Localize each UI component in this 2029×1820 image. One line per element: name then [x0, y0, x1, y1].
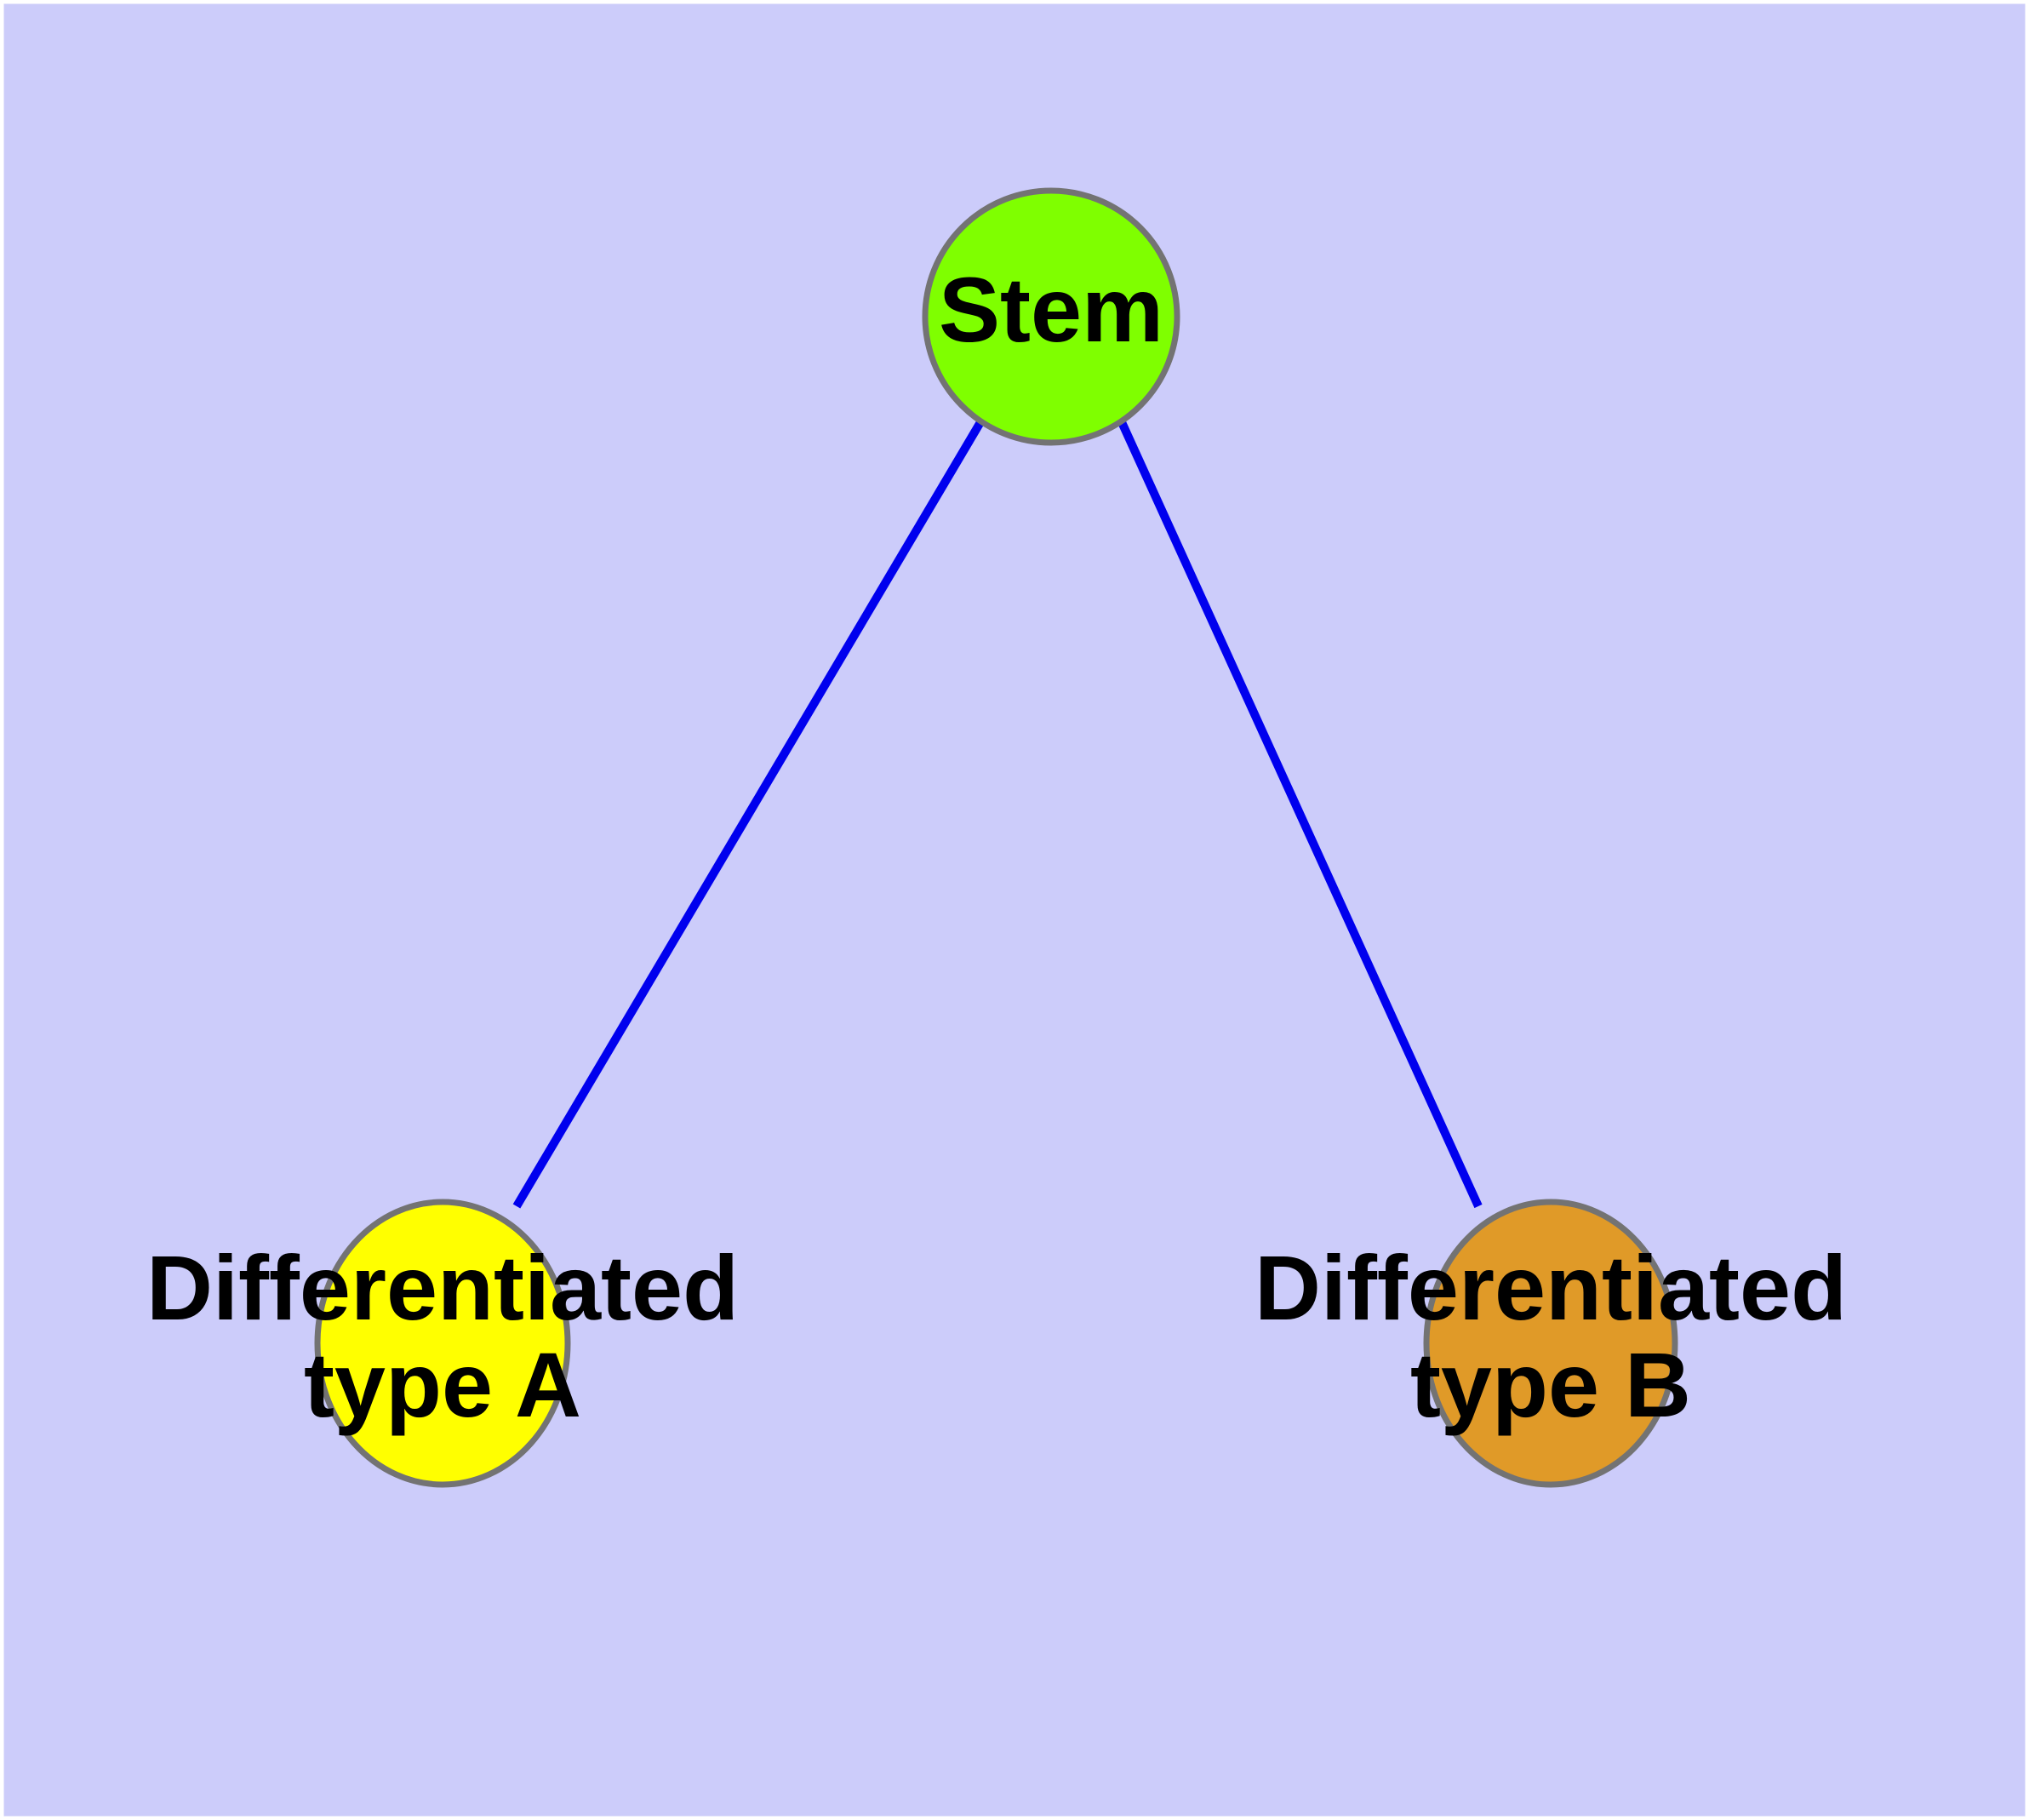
node-label-line: Differentiated: [1255, 1235, 1847, 1338]
nodes-group: [314, 187, 1678, 1488]
node-diff-a[interactable]: [314, 1199, 571, 1488]
edge-stem-to-diff-b[interactable]: [1117, 420, 1483, 1209]
node-diff-b[interactable]: [1423, 1199, 1678, 1488]
node-label-stem: Stem: [939, 258, 1163, 361]
edge-stem-to-diff-a[interactable]: [512, 420, 985, 1209]
edges-group: [512, 420, 1483, 1209]
node-label-line: Differentiated: [146, 1235, 739, 1338]
node-stem[interactable]: [922, 187, 1180, 446]
node-label-line: type A: [304, 1333, 581, 1436]
node-label-line: Stem: [939, 258, 1163, 361]
node-label-line: type B: [1410, 1333, 1691, 1436]
